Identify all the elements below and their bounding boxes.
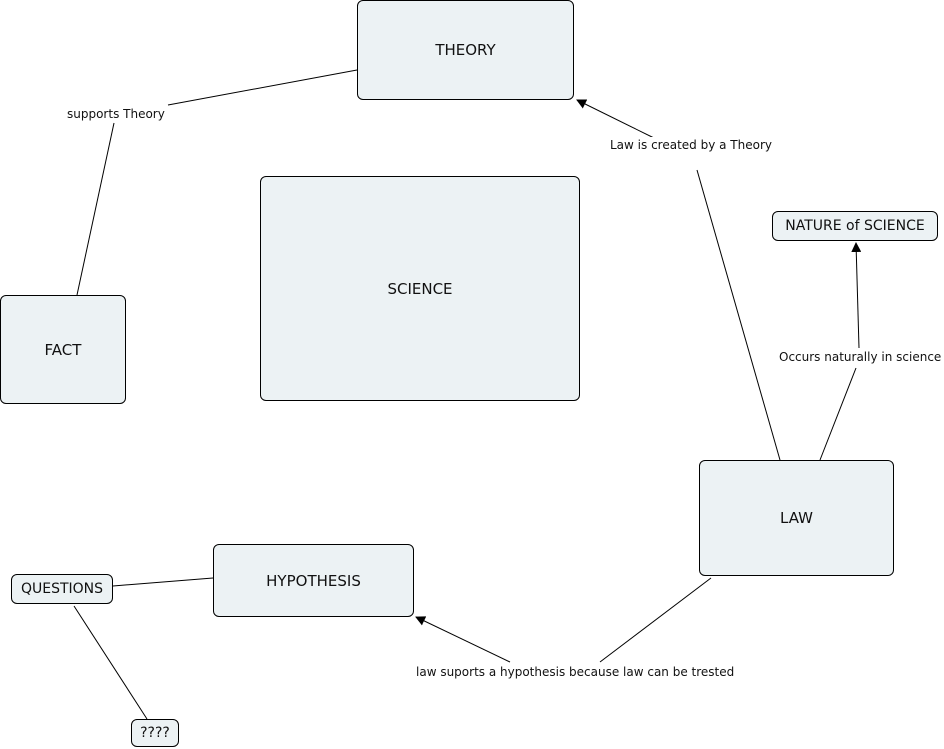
supports-theory-label: supports Theory — [65, 106, 167, 122]
link-law-to-occurs-label — [819, 367, 857, 461]
link-occurs-label-to-nature — [851, 242, 862, 349]
unknown-node[interactable]: ???? — [131, 719, 179, 747]
science-node[interactable]: SCIENCE — [260, 176, 580, 401]
link-theory-to-supports-label — [167, 69, 358, 106]
link-questions-to-hypothesis — [112, 577, 214, 587]
link-law-to-created-label — [696, 169, 781, 461]
fact-node[interactable]: FACT — [0, 295, 126, 404]
link-supports-hyp-label-to-hypothesis — [415, 616, 511, 663]
link-created-label-to-theory — [576, 99, 655, 139]
nature-of-science-node[interactable]: NATURE of SCIENCE — [772, 211, 938, 241]
law-created-by-theory-label: Law is created by a Theory — [608, 137, 774, 153]
law-node[interactable]: LAW — [699, 460, 894, 576]
occurs-naturally-label: Occurs naturally in science — [777, 349, 944, 365]
hypothesis-node[interactable]: HYPOTHESIS — [213, 544, 414, 617]
theory-node[interactable]: THEORY — [357, 0, 574, 100]
link-law-to-supports-hyp-label — [599, 577, 712, 663]
link-supports-label-to-fact — [76, 122, 115, 296]
law-supports-hypothesis-label: law suports a hypothesis because law can… — [414, 664, 737, 680]
questions-node[interactable]: QUESTIONS — [11, 574, 113, 604]
link-questions-to-unknown — [73, 605, 148, 720]
